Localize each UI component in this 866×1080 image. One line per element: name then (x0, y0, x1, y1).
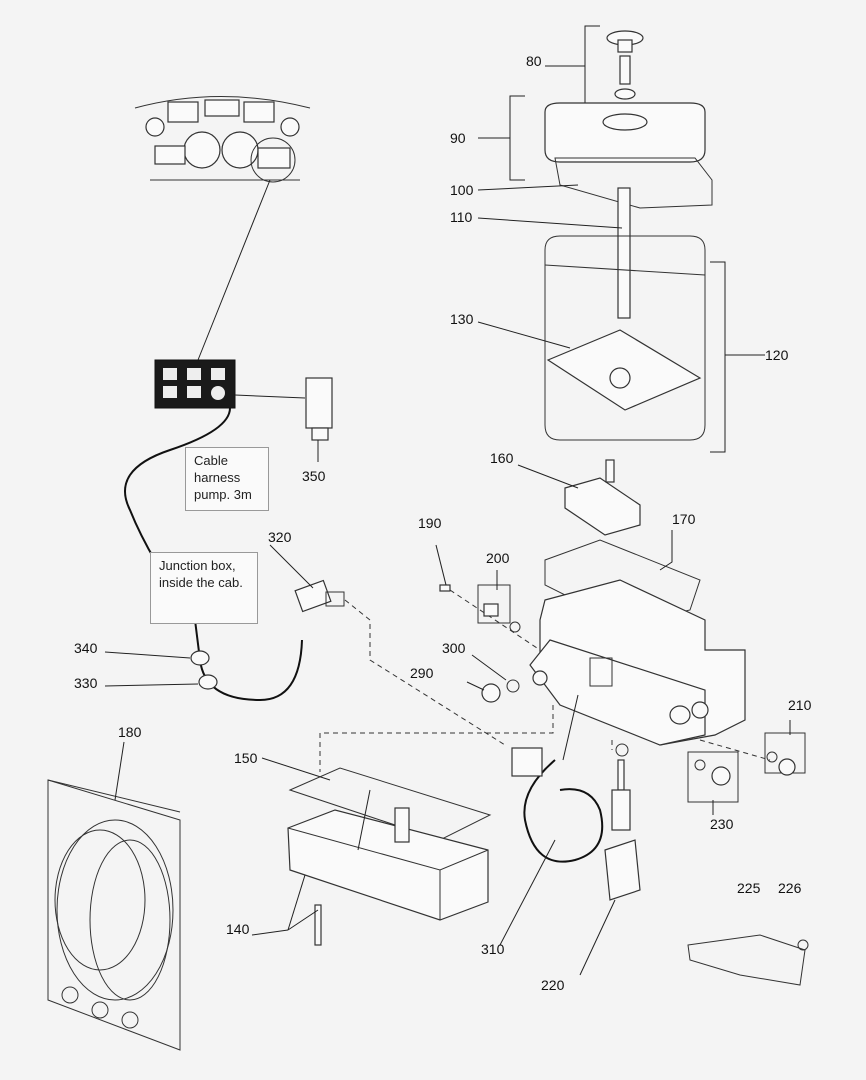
callout-130: 130 (450, 311, 474, 327)
tank-plate (546, 329, 702, 411)
base-tray (287, 767, 492, 921)
dashboard-illustration (134, 96, 311, 183)
callout-160: 160 (490, 450, 514, 466)
mounting-block (564, 459, 641, 536)
callout-180: 180 (118, 724, 142, 740)
callout-310: 310 (481, 941, 505, 957)
callout-140: 140 (226, 921, 250, 937)
callout-150: 150 (234, 750, 258, 766)
relay-part (305, 377, 333, 441)
callout-300: 300 (442, 640, 466, 656)
callout-190: 190 (418, 515, 442, 531)
level-sensor (604, 743, 641, 901)
callout-320: 320 (268, 529, 292, 545)
callout-340: 340 (74, 640, 98, 656)
callout-80: 80 (526, 53, 542, 69)
note-cable-harness: Cable harness pump. 3m (185, 447, 269, 511)
note-junction-box: Junction box, inside the cab. (150, 552, 258, 624)
callout-225: 225 (737, 880, 761, 896)
cable-kit-bag (47, 779, 181, 1051)
callout-230: 230 (710, 816, 734, 832)
callout-226: 226 (778, 880, 802, 896)
callout-200: 200 (486, 550, 510, 566)
callout-330: 330 (74, 675, 98, 691)
callout-210: 210 (788, 697, 812, 713)
callout-170: 170 (672, 511, 696, 527)
tank-lid (544, 102, 706, 163)
callout-110: 110 (450, 209, 473, 225)
callout-290: 290 (410, 665, 434, 681)
reservoir-tank (544, 235, 706, 441)
filler-cap (606, 30, 644, 100)
control-panel (154, 359, 236, 409)
small-part-sheet (687, 934, 809, 986)
callout-100: 100 (450, 182, 474, 198)
callout-90: 90 (450, 130, 466, 146)
callout-120: 120 (765, 347, 789, 363)
callout-220: 220 (541, 977, 565, 993)
connector-part (294, 579, 345, 613)
callout-350: 350 (302, 468, 326, 484)
pump-housing (529, 579, 746, 746)
